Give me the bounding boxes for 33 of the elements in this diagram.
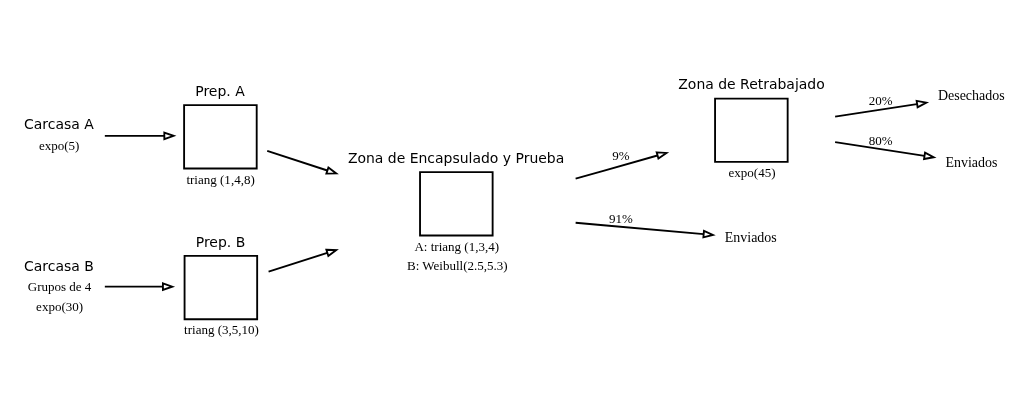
- arrow: [103, 282, 176, 292]
- node-text: Desechados: [937, 87, 1005, 103]
- node-box: [183, 255, 259, 321]
- node-label: Grupos de 4: [27, 279, 92, 295]
- node-text: Carcasa B: [24, 257, 94, 274]
- node-text: Enviados: [724, 229, 777, 245]
- edge-label: 9%: [612, 148, 630, 164]
- node-label: Prep. B: [195, 233, 246, 250]
- node-box: [714, 97, 789, 163]
- node-label: B: Weibull(2.5,5.3): [407, 258, 508, 274]
- node-label: A: triang (1,3,4): [414, 238, 500, 254]
- arrow: [267, 248, 339, 273]
- node-label: triang (1,4,8): [186, 171, 255, 187]
- node-text: Enviados: [945, 154, 998, 170]
- arrow: [103, 131, 177, 141]
- node-label: triang (3,5,10): [184, 322, 259, 338]
- node-label: expo(45): [728, 165, 776, 181]
- arrow: [574, 221, 716, 239]
- edge-label: 91%: [608, 210, 633, 226]
- node-label: expo(5): [38, 138, 80, 154]
- node-label: Prep. A: [195, 82, 245, 99]
- arrow: [834, 141, 937, 161]
- arrow: [266, 149, 339, 175]
- node-text: Carcasa A: [24, 116, 94, 133]
- node-label: Zona de Encapsulado y Prueba: [347, 149, 565, 166]
- edge-label: 20%: [868, 93, 893, 109]
- node-box: [183, 104, 258, 170]
- edge-label: 80%: [868, 133, 893, 149]
- node-label: expo(30): [36, 299, 84, 315]
- node-box: [419, 171, 494, 237]
- arrow: [574, 151, 670, 180]
- node-label: Zona de Retrabajado: [678, 76, 825, 93]
- arrow: [834, 99, 930, 118]
